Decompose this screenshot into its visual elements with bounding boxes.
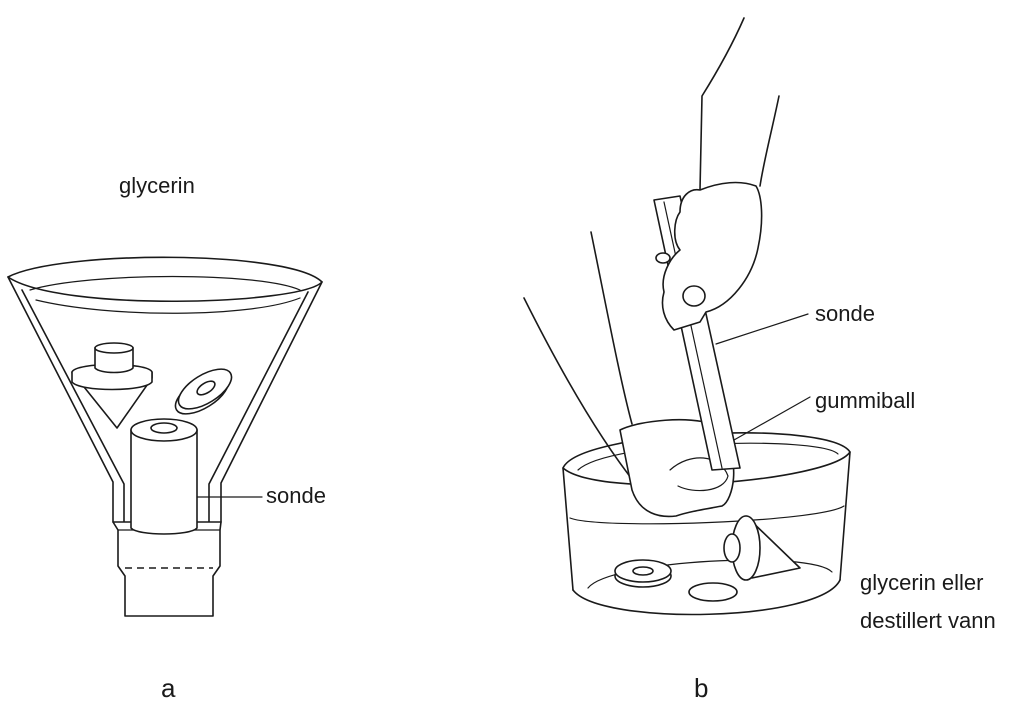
- panel-b-illustration: [524, 18, 850, 614]
- funnel-liquid-surface: [36, 298, 300, 313]
- panel-a-letter: a: [161, 673, 176, 703]
- liquid-b-label-line2: destillert vann: [860, 608, 996, 633]
- arm-upper-left: [700, 18, 744, 190]
- probe-cone-cap-top: [95, 343, 133, 353]
- sonde-a-label: sonde: [266, 483, 326, 508]
- probe-cylinder: [131, 430, 197, 534]
- panel-a-illustration: [8, 257, 322, 616]
- bowl-cone-cap: [724, 534, 740, 562]
- bowl-ring: [615, 560, 671, 587]
- sonde-b-leader: [716, 314, 808, 344]
- panel-b-letter: b: [694, 673, 708, 703]
- glycerin-a-label: glycerin: [119, 173, 195, 198]
- upper-thumb-tip: [683, 286, 705, 306]
- probe-cylinder-hole: [151, 423, 177, 433]
- funnel-collar: [113, 522, 221, 616]
- sonde-b-label: sonde: [815, 301, 875, 326]
- arm-left-inner: [591, 232, 632, 424]
- gummiball-label: gummiball: [815, 388, 915, 413]
- bowl-wall-left: [563, 468, 573, 590]
- arm-upper-right: [760, 96, 779, 186]
- funnel-rim: [8, 257, 322, 301]
- bowl-wall-right: [840, 452, 850, 580]
- upper-finger-tip: [656, 253, 670, 263]
- ring-part: [169, 361, 238, 422]
- bowl-disc: [689, 583, 737, 601]
- funnel-rim-inner: [30, 277, 300, 291]
- liquid-b-label-line1: glycerin eller: [860, 570, 984, 595]
